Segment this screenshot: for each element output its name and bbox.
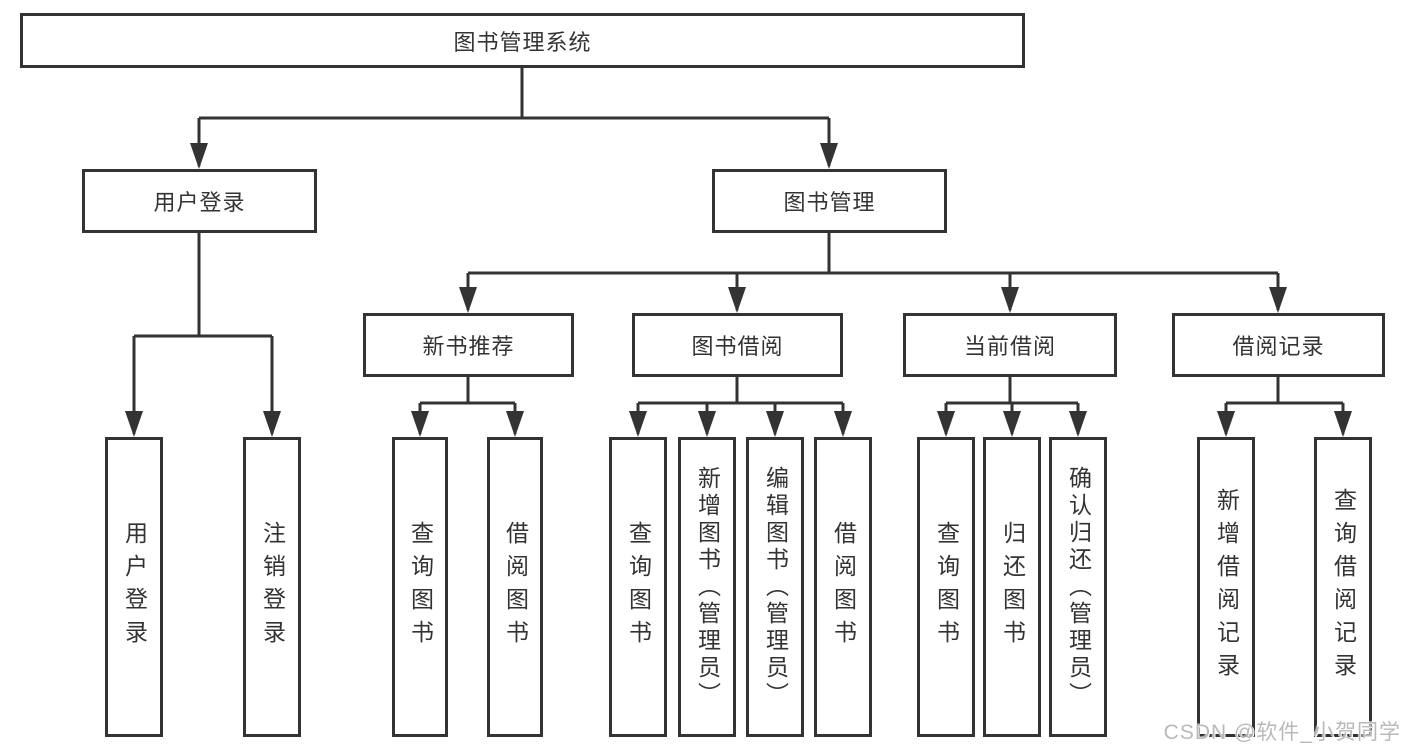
arrowhead-cb-1	[937, 411, 955, 437]
arrowhead-leaf-login	[125, 411, 143, 437]
node-book-management: 图书管理	[712, 169, 947, 233]
arrowhead-nb-2	[506, 411, 524, 437]
leaf-newbook-query-books: 查询图书	[392, 437, 448, 737]
arrowhead-user-login	[190, 143, 208, 169]
arrowhead-cb-3	[1069, 411, 1087, 437]
arrowhead-br-1	[1217, 411, 1235, 437]
arrowhead-nb-1	[411, 411, 429, 437]
leaf-user-login: 用户登录	[105, 437, 163, 737]
arrowhead-bb-2	[698, 411, 716, 437]
leaf-borrowing-query-books: 查询图书	[609, 437, 667, 737]
arrowheads	[125, 143, 1352, 437]
arrowhead-book-mgmt	[820, 143, 838, 169]
arrowhead-cb-2	[1003, 411, 1021, 437]
node-current-borrowing: 当前借阅	[903, 313, 1117, 377]
arrowhead-bb-1	[629, 411, 647, 437]
leaf-newbook-borrow-books: 借阅图书	[487, 437, 543, 737]
leaf-logout: 注销登录	[243, 437, 301, 737]
arrowhead-leaf-logout	[263, 411, 281, 437]
node-borrowing-records: 借阅记录	[1172, 313, 1385, 377]
leaf-current-query-books: 查询图书	[917, 437, 975, 737]
arrowhead-book-borrow	[728, 287, 746, 313]
arrowhead-bb-3	[766, 411, 784, 437]
csdn-watermark: CSDN @软件_小贺同学	[1163, 721, 1401, 744]
leaf-borrowing-borrow-books: 借阅图书	[814, 437, 872, 737]
leaf-records-add-borrow-record: 新增借阅记录	[1197, 437, 1255, 737]
arrowhead-records	[1269, 287, 1287, 313]
leaf-records-query-borrow-record: 查询借阅记录	[1314, 437, 1372, 737]
node-library-management-system: 图书管理系统	[20, 13, 1025, 68]
node-book-borrowing: 图书借阅	[632, 313, 843, 377]
node-user-login: 用户登录	[82, 169, 317, 233]
leaf-borrowing-edit-books-admin: 编辑图书（管理员）	[746, 437, 804, 737]
leaf-borrowing-add-books-admin: 新增图书（管理员）	[678, 437, 736, 737]
leaf-current-return-books: 归还图书	[983, 437, 1041, 737]
connector-lines	[132, 68, 1345, 434]
arrowhead-cur-borrow	[1001, 287, 1019, 313]
arrowhead-new-book	[459, 287, 477, 313]
arrowhead-br-2	[1334, 411, 1352, 437]
node-new-book-recommendation: 新书推荐	[363, 313, 574, 377]
leaf-current-confirm-return-admin: 确认归还（管理员）	[1049, 437, 1107, 737]
arrowhead-bb-4	[834, 411, 852, 437]
